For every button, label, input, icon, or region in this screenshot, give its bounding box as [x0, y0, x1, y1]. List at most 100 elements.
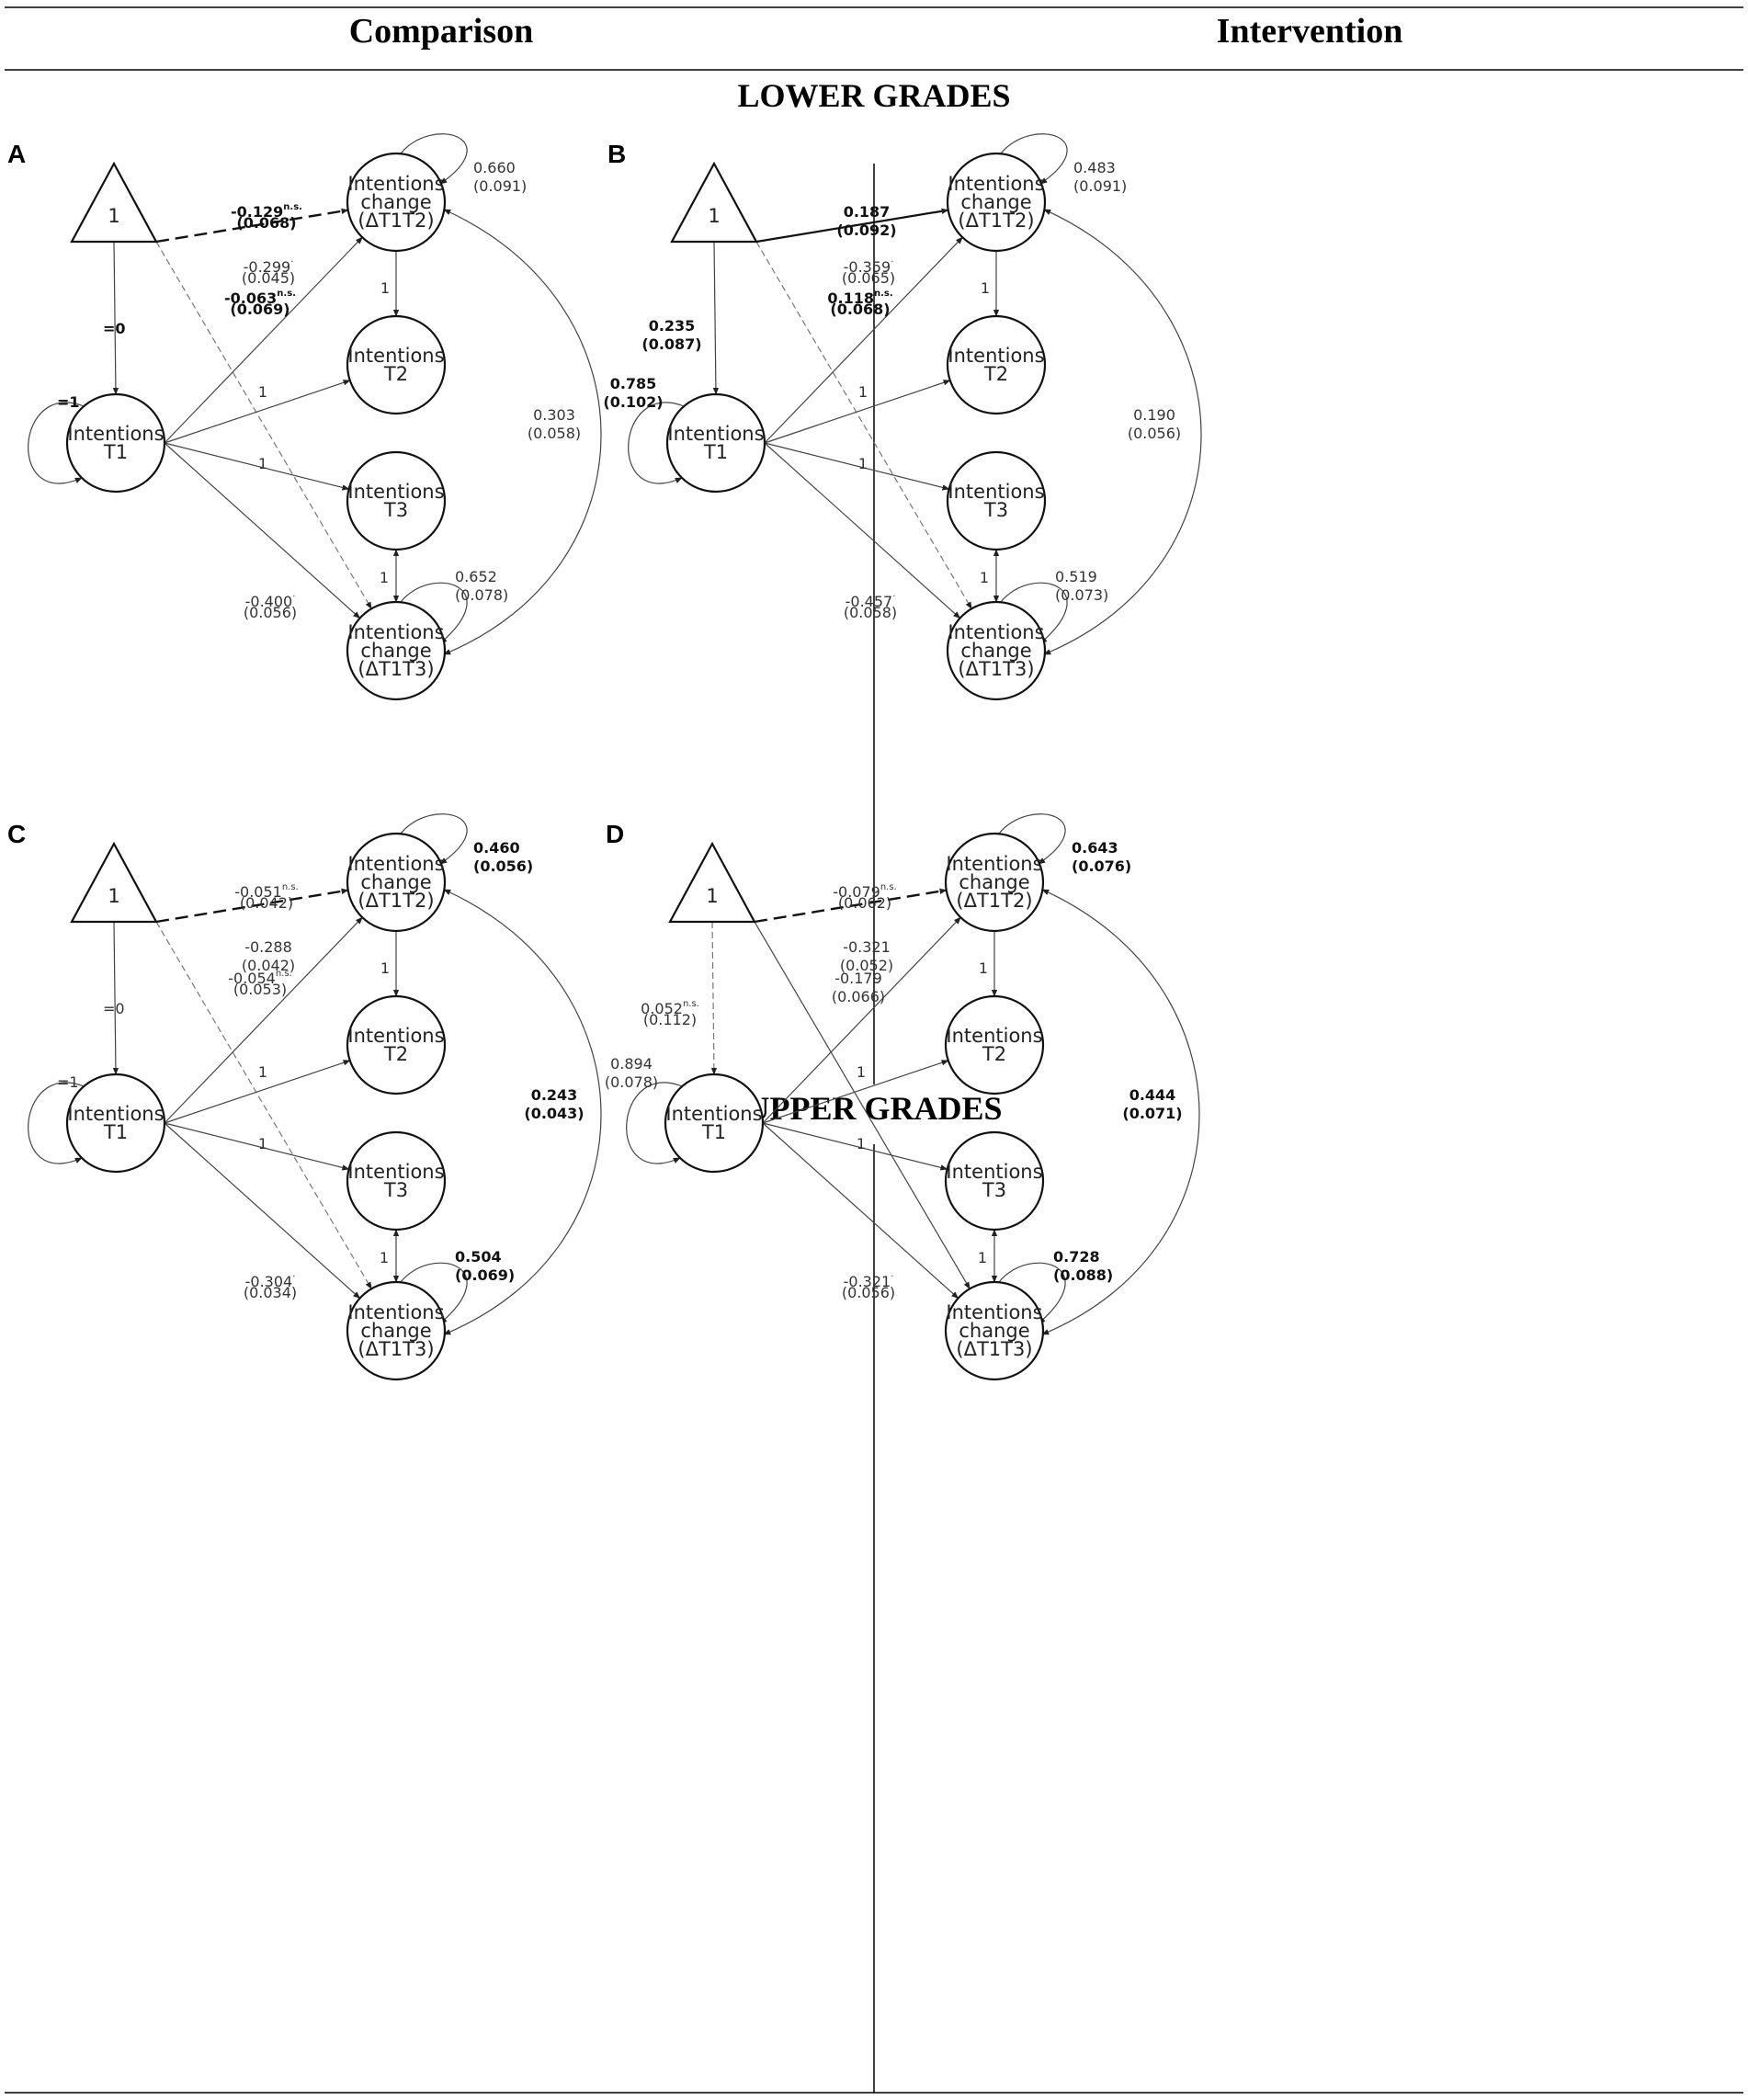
- edge-label-line: =1: [57, 393, 80, 411]
- edge-label-line: (0.062): [838, 894, 891, 912]
- edge-label-line: -0.179: [834, 970, 882, 987]
- edge-intentions-t1-to-change-t1t3: [164, 1122, 361, 1300]
- edge-label-line: 1: [858, 383, 868, 401]
- edge-label-const-d13: -0.054n.s.(0.053): [228, 969, 291, 998]
- node-label-line: Intentions: [946, 853, 1042, 875]
- edge-intentions-t1-to-intentions-t3: [164, 442, 350, 491]
- edge-label-line: 1: [857, 1063, 866, 1081]
- edge-label-line: 1: [380, 959, 390, 977]
- edge-change-t1t2-variance: [400, 813, 468, 865]
- intentions-change-t1t3-node: [346, 600, 447, 701]
- node-label-line: change: [360, 191, 431, 213]
- edge-label-line: (0.053): [233, 981, 287, 998]
- edge-label-d12-t2: 1: [380, 279, 390, 297]
- edge-label-line: (0.091): [473, 177, 527, 195]
- edge-label-line: -0.400: [245, 593, 293, 610]
- edge-change-t1t3-variance: [400, 582, 468, 644]
- edge-label-d13-t3: 1: [380, 1249, 389, 1266]
- edge-label-line: 0.460: [473, 839, 520, 857]
- edge-label-const-d12: 0.187(0.092): [836, 203, 896, 239]
- edge-label-line: 0.519: [1055, 568, 1097, 585]
- edge-label-line: 1: [258, 455, 267, 472]
- node-label-line: Intentions: [665, 1103, 762, 1125]
- intentions-t2-node: [944, 994, 1045, 1095]
- column-header-comparison: Comparison: [349, 12, 534, 51]
- edge-label-const-t1: =0: [103, 320, 126, 337]
- edge-label-line: 0.785: [610, 375, 657, 392]
- edge-label-line: (0.056): [1128, 425, 1181, 442]
- constant-triangle: [668, 841, 756, 924]
- edge-covariance-changes: [1041, 889, 1200, 1335]
- edge-intentions-t1-to-change-t1t2: [164, 236, 363, 444]
- constant-label: 1: [108, 205, 119, 227]
- edge-constant-to-change-t1t2: [155, 888, 349, 924]
- intentions-change-t1t2-node: [946, 152, 1047, 253]
- intentions-t3-node: [346, 1130, 447, 1232]
- edge-label-t1-t3: 1: [857, 1135, 866, 1152]
- edge-label-t1-t2: 1: [857, 1063, 866, 1081]
- node-label-line: Intentions: [946, 1025, 1042, 1047]
- edge-label-line: (0.052): [840, 957, 893, 974]
- node-label-line: Intentions: [347, 345, 444, 367]
- edge-constant-to-change-t1t3: [754, 921, 970, 1289]
- edge-label-d13-var: 0.652(0.078): [455, 568, 508, 604]
- edge-label-t1-t3: 1: [858, 455, 868, 472]
- significance-marker: ·: [892, 592, 895, 602]
- node-label-line: change: [360, 1320, 431, 1342]
- constant-label: 1: [708, 205, 720, 227]
- significance-marker: ·: [292, 592, 295, 602]
- edge-label-line: 1: [857, 1135, 866, 1152]
- intentions-change-t1t3-node: [346, 1280, 447, 1381]
- intentions-t3-node: [946, 450, 1047, 551]
- edge-label-line: 0.444: [1129, 1086, 1176, 1104]
- edge-label-line: (0.045): [242, 269, 295, 287]
- node-label-line: (ΔT1T3): [956, 1338, 1032, 1360]
- edge-label-line: 1: [978, 1249, 987, 1266]
- significance-marker: n.s.: [277, 289, 296, 299]
- node-label-line: (ΔT1T3): [358, 658, 434, 680]
- edge-change-t1t2-variance: [1000, 133, 1068, 185]
- node-label-line: Intentions: [347, 481, 444, 503]
- edge-label-line: (0.056): [244, 604, 297, 621]
- edge-label-line: 1: [258, 383, 267, 401]
- edge-label-line: 0.187: [844, 203, 891, 221]
- intentions-t1-node: [65, 1073, 166, 1174]
- edge-intentions-t1-to-intentions-t2: [762, 1060, 949, 1124]
- edge-intentions-t1-variance: [628, 402, 685, 484]
- node-label-line: T3: [383, 1179, 408, 1201]
- edge-label-line: (0.056): [473, 857, 533, 875]
- edge-label-cov: 0.243(0.043): [524, 1086, 584, 1122]
- node-label-line: Intentions: [948, 621, 1044, 643]
- edge-label-t1-d12: -0.288(0.042): [242, 938, 295, 974]
- edge-label-t1-d12: -0.299·(0.045): [242, 257, 295, 287]
- node-label-line: Intentions: [948, 481, 1044, 503]
- node-label-line: Intentions: [667, 423, 764, 445]
- node-label-line: T2: [383, 363, 408, 385]
- edge-covariance-changes: [443, 209, 602, 655]
- edge-change-t1t3-variance: [400, 1262, 468, 1324]
- node-label-line: Intentions: [347, 853, 444, 875]
- edge-covariance-changes: [1043, 209, 1202, 655]
- edge-change-t1t2-variance: [400, 133, 468, 185]
- edge-label-d12-t2: 1: [380, 959, 390, 977]
- edge-label-const-d12: -0.079n.s.(0.062): [833, 882, 896, 912]
- edge-label-line: =0: [103, 320, 126, 337]
- edge-label-line: 0.504: [455, 1248, 502, 1266]
- edge-label-t1-var: 0.785(0.102): [603, 375, 663, 411]
- edge-label-line: =1: [57, 1073, 79, 1091]
- edge-change-t1t2-variance: [998, 813, 1066, 865]
- node-label-line: change: [360, 871, 431, 893]
- edge-label-d12-var: 0.460(0.056): [473, 839, 533, 875]
- node-label-line: T1: [701, 1121, 726, 1143]
- edge-label-line: -0.321: [843, 938, 891, 956]
